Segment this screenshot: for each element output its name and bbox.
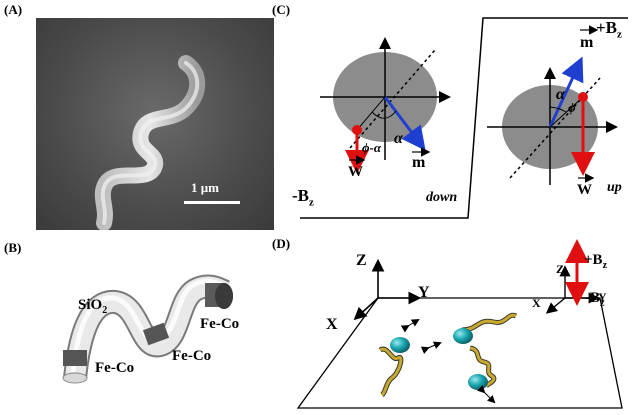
alpha-label-right: α: [556, 86, 565, 103]
feco-segment-bottom: [63, 350, 87, 366]
sphere-2: [453, 328, 473, 344]
z-small-label: Z: [556, 262, 565, 276]
up-label: up: [607, 180, 622, 195]
moment-arrow-right: [548, 56, 584, 128]
helix-swimmer-2: [461, 313, 517, 332]
phi-label-right: ϕ: [568, 100, 576, 115]
sem-micrograph: 1 μm: [36, 18, 274, 230]
w-label-left: W: [348, 164, 363, 180]
feco-label-middle: Fe-Co: [172, 348, 212, 364]
z-axis-label: Z: [356, 252, 367, 269]
x-axis-label: X: [326, 316, 338, 333]
panel-label-d: (D): [272, 236, 291, 251]
scale-bar: [184, 201, 240, 204]
panel-label-b: (B): [4, 240, 22, 255]
panel-label-c: (C): [272, 2, 291, 17]
sio2-label: SiO2: [78, 297, 108, 316]
y-axis-label: Y: [418, 284, 430, 301]
disk-right: [502, 85, 598, 169]
m-label-left: m: [412, 154, 426, 171]
scale-bar-label: 1 μm: [191, 180, 219, 195]
sem-helix-image: [94, 55, 206, 230]
down-label: down: [426, 190, 458, 205]
alpha-label-left: α: [394, 130, 403, 147]
moment-arrow-left: [383, 96, 426, 151]
feco-label-top: Fe-Co: [200, 316, 240, 332]
feco-segment-top: [215, 283, 233, 309]
m-label-right: m: [580, 34, 594, 51]
helix-swimmer-3: [469, 346, 496, 388]
plus-bz-label-d: +Bz: [584, 252, 608, 271]
surface-plane: [296, 297, 623, 409]
panel-label-a: (A): [4, 2, 23, 17]
helix-swimmer-1: [379, 347, 403, 397]
minus-bz-label-d: -Bz: [585, 290, 605, 309]
phi-alpha-label: ϕ-α: [362, 140, 382, 155]
y-small-label: Y: [598, 290, 607, 304]
feco-label-bottom: Fe-Co: [95, 360, 135, 376]
plus-bz-label-c: +Bz: [596, 18, 622, 41]
sphere-3: [468, 374, 488, 390]
minus-bz-label-c: -Bz: [292, 186, 314, 209]
disk-left: [333, 52, 437, 142]
x-small-label: X: [532, 296, 541, 310]
sphere-1: [390, 337, 410, 353]
w-label-right: W: [577, 182, 592, 198]
feco-segment-middle: [142, 322, 170, 346]
